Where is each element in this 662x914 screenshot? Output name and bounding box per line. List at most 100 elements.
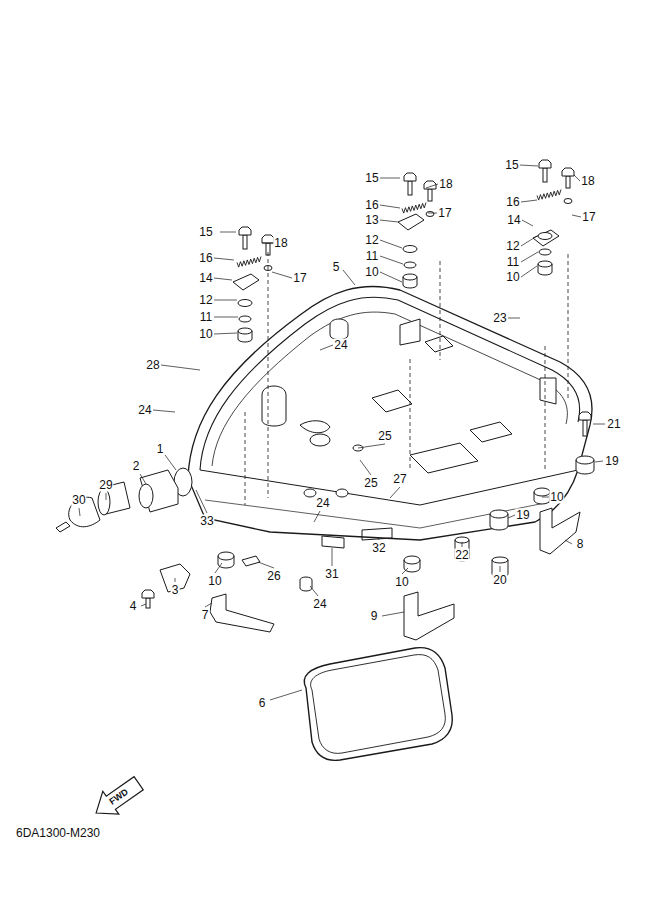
drawn-line bbox=[521, 266, 537, 277]
callout-number: 18 bbox=[273, 237, 288, 250]
part-outline bbox=[238, 328, 252, 342]
callout-number: 24 bbox=[333, 339, 348, 352]
drawn-line bbox=[508, 318, 520, 319]
bolt-head bbox=[239, 227, 251, 235]
callout-number: 24 bbox=[312, 598, 327, 611]
callout-number: 23 bbox=[492, 312, 507, 325]
washer-shape bbox=[336, 489, 348, 497]
part-outline bbox=[400, 319, 420, 345]
drawn-line bbox=[382, 612, 404, 616]
drawn-line bbox=[521, 236, 537, 246]
part-outline bbox=[242, 556, 260, 566]
forward-arrow bbox=[88, 772, 147, 825]
direction-label: FWD bbox=[106, 785, 132, 809]
part-outline bbox=[362, 528, 392, 540]
callout-number: 25 bbox=[363, 477, 378, 490]
drawn-line bbox=[380, 240, 402, 248]
washer-shape bbox=[404, 262, 416, 268]
drawn-line bbox=[545, 346, 546, 470]
callout-number: 11 bbox=[365, 250, 379, 263]
drawn-line bbox=[565, 540, 572, 544]
callout-number: 17 bbox=[581, 211, 596, 224]
drawn-line bbox=[542, 497, 549, 498]
callout-number: 26 bbox=[266, 570, 281, 583]
drawn-line bbox=[310, 586, 318, 596]
bolt-shaft bbox=[408, 181, 412, 195]
drawn-line bbox=[268, 252, 269, 498]
part-outline bbox=[140, 470, 178, 512]
drawn-line bbox=[410, 359, 411, 470]
washer-shape bbox=[564, 199, 572, 204]
drawn-line bbox=[215, 563, 222, 573]
washer-shape bbox=[538, 233, 552, 240]
part-outline bbox=[533, 230, 559, 246]
drawn-line bbox=[380, 220, 398, 222]
callout-number: 32 bbox=[371, 542, 386, 555]
part-outline bbox=[538, 261, 552, 275]
diagram-code: 6DA1300-M230 bbox=[15, 827, 101, 840]
drawn-line bbox=[574, 175, 580, 181]
callout-number: 4 bbox=[129, 600, 138, 613]
drawn-line bbox=[153, 410, 175, 412]
callout-number: 31 bbox=[324, 568, 339, 581]
callout-number: 27 bbox=[392, 473, 407, 486]
drawn-line bbox=[402, 568, 408, 574]
callout-number: 11 bbox=[506, 256, 520, 269]
callout-number: 8 bbox=[576, 538, 585, 551]
callout-number: 24 bbox=[137, 404, 152, 417]
callout-number: 13 bbox=[364, 214, 379, 227]
callout-number: 3 bbox=[171, 584, 180, 597]
callout-number: 16 bbox=[198, 252, 213, 265]
washer-shape bbox=[239, 316, 251, 322]
drawn-line bbox=[237, 257, 261, 268]
drawn-line bbox=[508, 515, 515, 518]
callout-number: 20 bbox=[492, 574, 507, 587]
drawn-line bbox=[521, 252, 538, 262]
callout-number: 19 bbox=[604, 455, 619, 468]
callout-number: 12 bbox=[505, 240, 520, 253]
drawn-line bbox=[572, 215, 581, 217]
callout-number: 10 bbox=[364, 266, 379, 279]
drawn-line bbox=[175, 578, 176, 582]
drawn-line bbox=[568, 254, 569, 400]
part-outline bbox=[311, 655, 446, 754]
drawn-line bbox=[214, 278, 232, 280]
bolt-head bbox=[579, 412, 591, 420]
drawn-line bbox=[140, 474, 146, 484]
part-outline bbox=[470, 422, 512, 442]
callout-number: 15 bbox=[504, 159, 519, 172]
part-outline bbox=[398, 214, 424, 230]
washer-shape bbox=[304, 489, 316, 497]
part-outline bbox=[534, 488, 550, 504]
drawn-line bbox=[270, 690, 302, 700]
part-outline bbox=[233, 274, 259, 290]
drawn-line bbox=[380, 178, 400, 179]
washer-shape bbox=[310, 434, 330, 446]
drawn-line bbox=[332, 548, 333, 566]
part-outline bbox=[300, 577, 312, 591]
bolt-shaft bbox=[428, 189, 432, 201]
drawn-line bbox=[214, 333, 237, 334]
part-outline bbox=[576, 456, 594, 474]
callout-number: 2 bbox=[132, 460, 141, 473]
callout-number: 18 bbox=[580, 175, 595, 188]
drawn-line bbox=[595, 461, 603, 462]
callout-number: 7 bbox=[201, 609, 210, 622]
washer-shape bbox=[403, 246, 417, 253]
part-outline bbox=[403, 274, 417, 288]
drawn-line bbox=[428, 213, 437, 214]
part-outline bbox=[330, 319, 348, 340]
drawn-line bbox=[141, 604, 146, 606]
callout-number: 28 bbox=[145, 359, 160, 372]
drawn-line bbox=[214, 317, 238, 318]
callout-number: 16 bbox=[364, 199, 379, 212]
drawn-line bbox=[245, 412, 246, 505]
callout-number: 21 bbox=[606, 418, 621, 431]
drawn-line bbox=[380, 272, 402, 282]
callout-number: 10 bbox=[505, 271, 520, 284]
drawn-line bbox=[426, 184, 438, 188]
drawn-line bbox=[205, 603, 212, 607]
bolt-shaft bbox=[543, 168, 547, 182]
